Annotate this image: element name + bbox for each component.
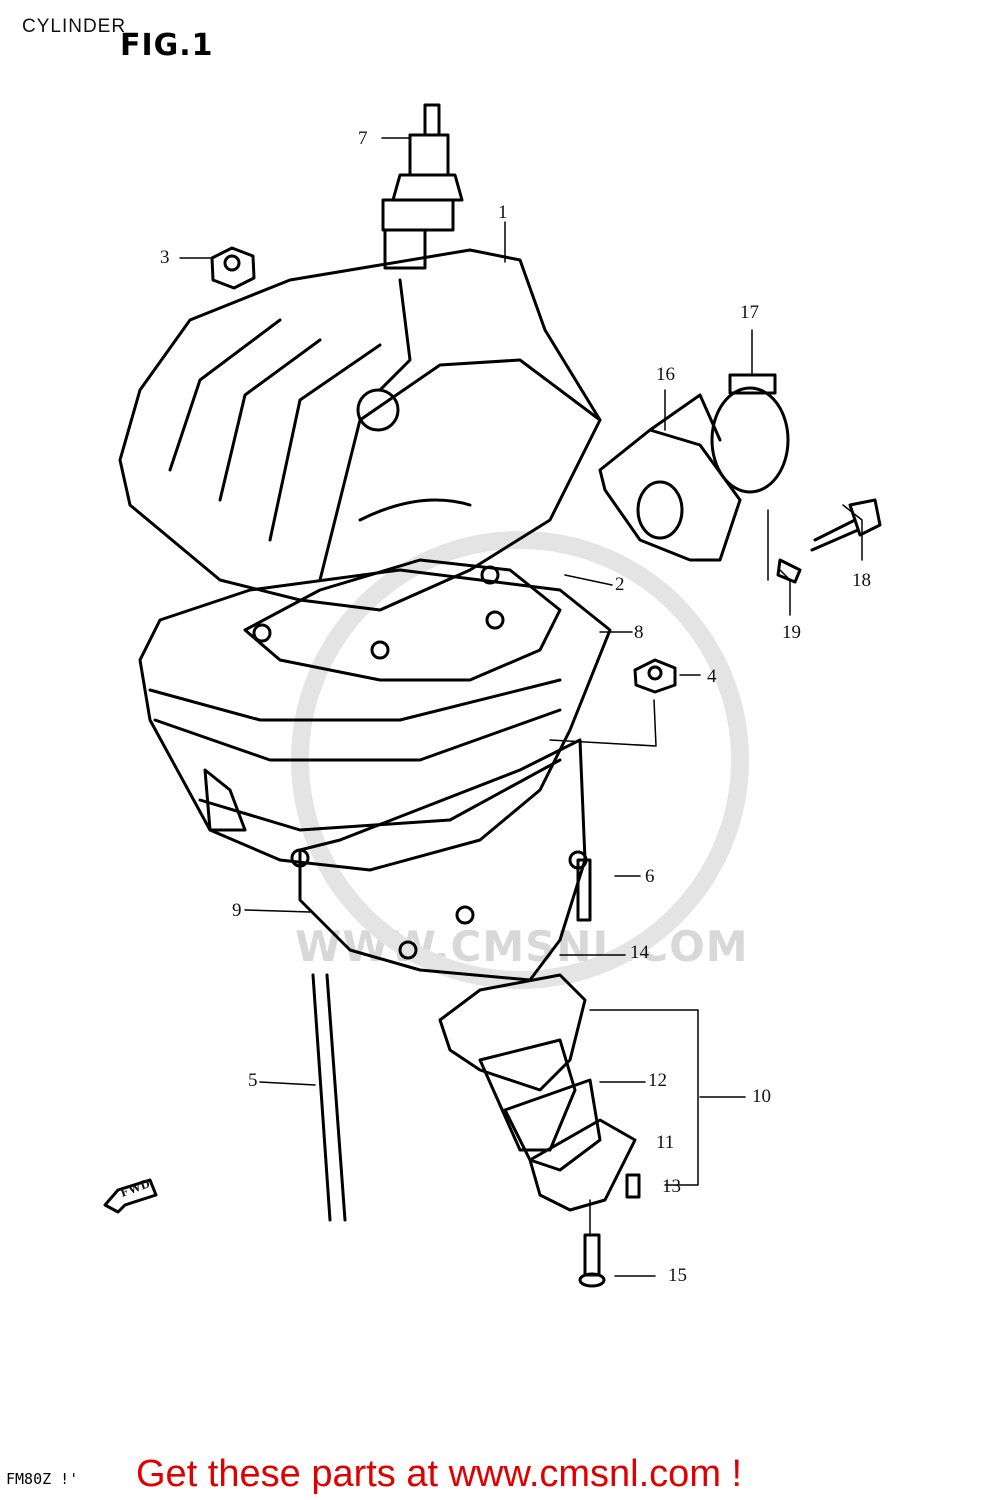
hose-clamp [710, 373, 790, 494]
intake-pipe [598, 393, 742, 562]
callout-18[interactable]: 18 [852, 570, 871, 591]
figure-label: FIG.1 [120, 28, 214, 63]
callout-13[interactable]: 13 [662, 1176, 681, 1197]
callout-10[interactable]: 10 [752, 1086, 771, 1107]
callout-19[interactable]: 19 [782, 622, 801, 643]
callout-6[interactable]: 6 [645, 866, 655, 887]
callout-3[interactable]: 3 [160, 247, 170, 268]
leader-lines [179, 137, 863, 1277]
callout-1[interactable]: 1 [498, 202, 508, 223]
callout-12[interactable]: 12 [648, 1070, 667, 1091]
fwd-arrow [103, 1178, 158, 1214]
screw-13 [625, 1173, 641, 1199]
screw-15 [578, 1233, 606, 1288]
nut-3 [210, 246, 256, 290]
page-title: CYLINDER [22, 16, 127, 37]
base-gasket [290, 738, 588, 982]
washer-19 [776, 558, 802, 584]
callout-8[interactable]: 8 [634, 622, 644, 643]
stud-6 [576, 858, 592, 922]
callout-11[interactable]: 11 [656, 1132, 675, 1153]
callout-7[interactable]: 7 [358, 128, 368, 149]
promo-link[interactable]: Get these parts at www.cmsnl.com ! [136, 1453, 743, 1495]
callout-17[interactable]: 17 [740, 302, 759, 323]
callout-15[interactable]: 15 [668, 1265, 687, 1286]
callout-14[interactable]: 14 [630, 942, 649, 963]
callout-9[interactable]: 9 [232, 900, 242, 921]
reed-valve [438, 973, 637, 1212]
cylinder-head [118, 248, 602, 612]
nut-4 [633, 658, 677, 694]
callout-4[interactable]: 4 [707, 666, 717, 687]
bolt-18 [810, 498, 882, 552]
callout-2[interactable]: 2 [615, 574, 625, 595]
spark-plug [381, 103, 464, 270]
callout-16[interactable]: 16 [656, 364, 675, 385]
stud-bolt-5 [311, 973, 347, 1222]
callout-5[interactable]: 5 [248, 1070, 258, 1091]
footer-code: FM80Z !' [6, 1470, 79, 1488]
